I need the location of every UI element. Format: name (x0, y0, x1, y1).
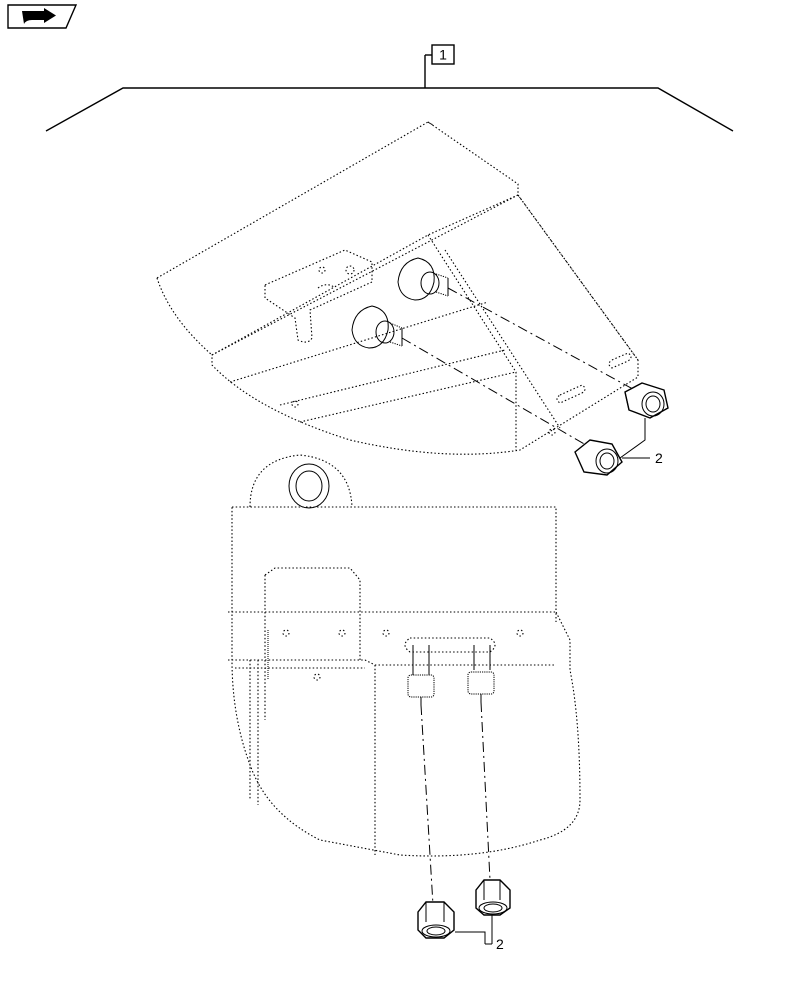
lower-frame-view (228, 454, 581, 906)
nuts-upper-callout: 2 (619, 418, 663, 466)
callout-label-2-lower: 2 (496, 936, 504, 952)
stud-lower-left (407, 645, 435, 705)
hex-nut-upper-left (574, 439, 623, 476)
stud-lower-right (467, 645, 495, 702)
assembly-bracket (45, 87, 734, 132)
nuts-lower-callout: 2 (455, 915, 504, 952)
stud-upper-left (351, 305, 403, 349)
stud-upper-right (397, 257, 449, 301)
return-arrow-icon[interactable] (7, 4, 78, 29)
callout-label-1: 1 (439, 47, 447, 63)
assembly-callout: 1 (45, 44, 734, 132)
hex-nut-upper-right (624, 382, 669, 419)
hex-nut-lower-right (475, 879, 511, 916)
callout-label-2-upper: 2 (655, 450, 663, 466)
upper-frame-view (156, 121, 643, 455)
hex-nut-lower-left (417, 901, 455, 939)
